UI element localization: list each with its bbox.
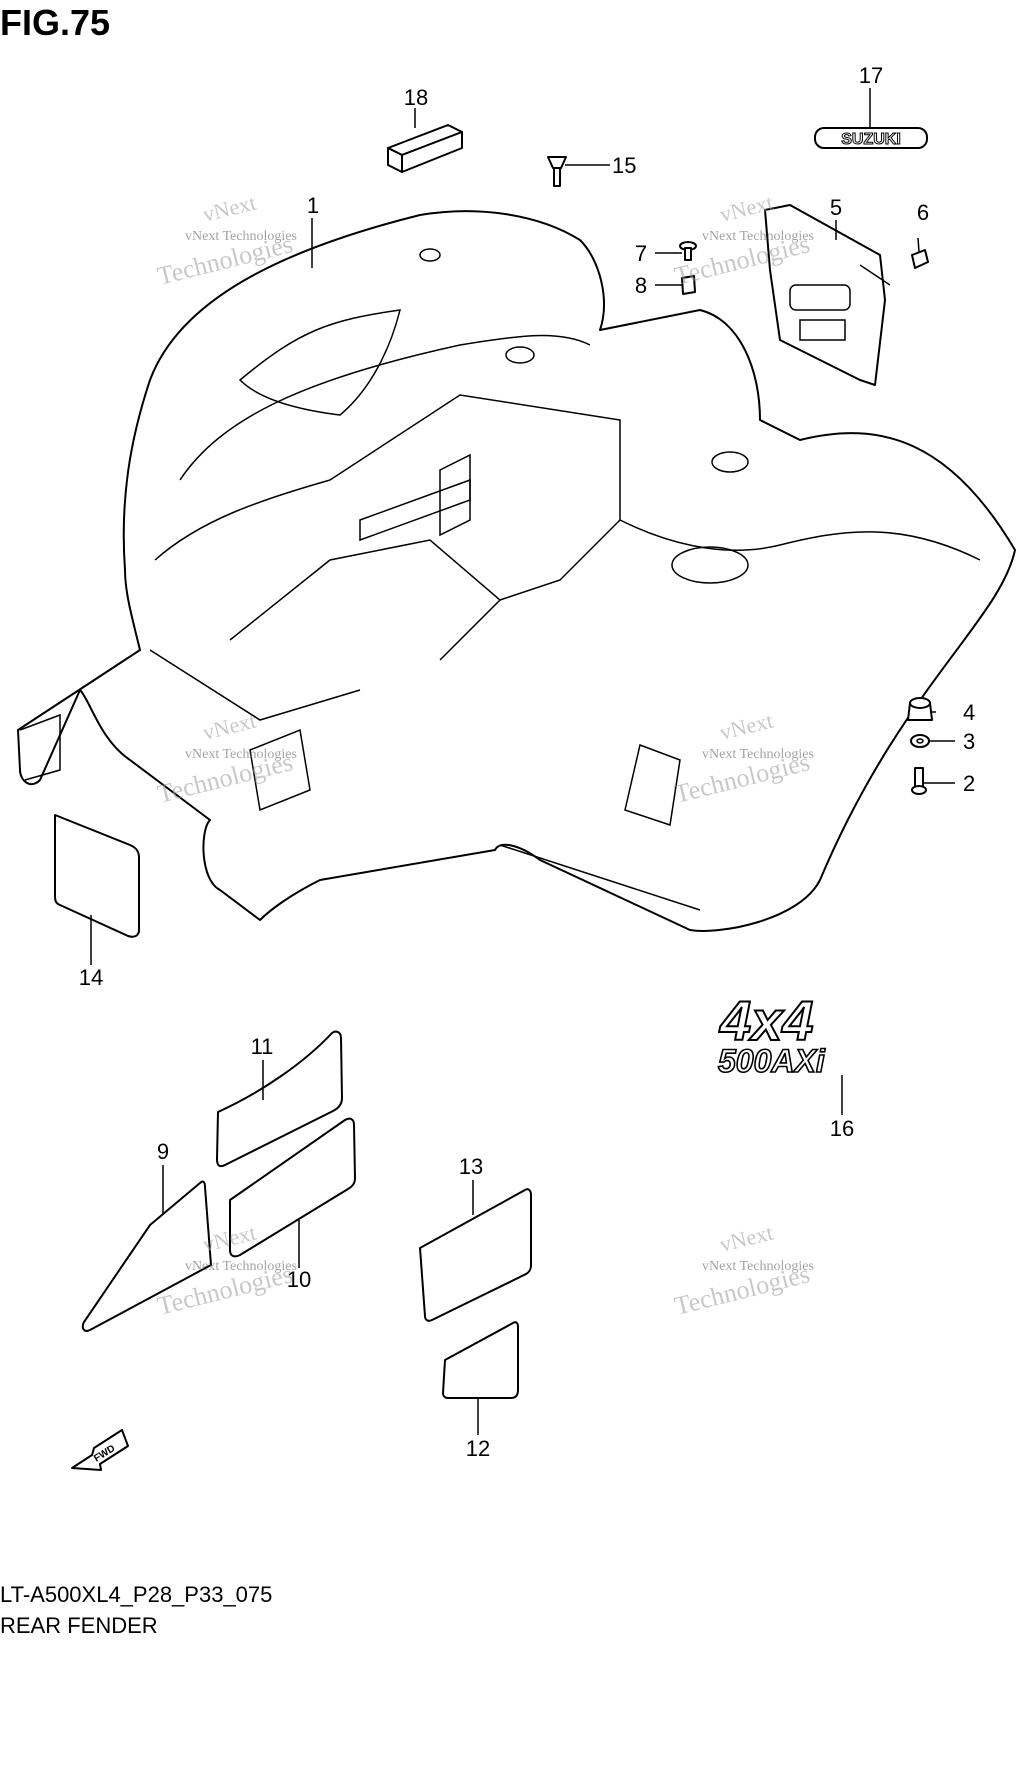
screw-part-15 [547, 156, 567, 187]
callout-numbers: 1 2 3 4 5 6 7 8 9 10 11 12 13 14 15 16 1… [79, 63, 975, 1461]
callout-18: 18 [404, 85, 428, 110]
callout-10: 10 [287, 1267, 311, 1292]
callout-6: 6 [917, 200, 929, 225]
rear-fender-body [17, 210, 1016, 932]
washer-part-3 [910, 734, 930, 748]
decal-part-11 [216, 1030, 343, 1168]
nut-part-8 [681, 275, 696, 295]
block-part-18 [387, 124, 463, 173]
decal-part-9 [81, 1180, 212, 1332]
watermark-text: vNext [200, 190, 258, 227]
decal-part-14 [54, 814, 140, 938]
watermark-text: vNext [717, 1220, 775, 1257]
callout-5: 5 [830, 195, 842, 220]
decal-part-13 [419, 1188, 532, 1322]
callout-17: 17 [859, 63, 883, 88]
suzuki-emblem-text: SUZUKI [841, 131, 901, 148]
callout-15: 15 [612, 153, 636, 178]
model-emblem-part-16: 4x4 500AXi [717, 988, 826, 1080]
callout-2: 2 [963, 771, 975, 796]
watermark-text: vNext Technologies [185, 1259, 297, 1274]
decal-part-10 [229, 1117, 356, 1258]
decal-part-12 [442, 1321, 519, 1399]
callout-14: 14 [79, 965, 103, 990]
callout-4: 4 [963, 700, 975, 725]
suzuki-emblem-part-17: SUZUKI [814, 127, 928, 149]
clip-part-6 [911, 237, 929, 269]
watermark-text: vNext Technologies [702, 229, 814, 244]
model-code: LT-A500XL4_P28_P33_075 [0, 1582, 273, 1607]
bolt-part-2 [911, 767, 927, 795]
rear-bracket-part-5 [764, 204, 891, 386]
cushion-part-4 [907, 697, 933, 721]
fwd-arrow-icon: FWD [71, 1429, 129, 1471]
callout-9: 9 [157, 1139, 169, 1164]
callout-12: 12 [466, 1436, 490, 1461]
model-emblem-4x4: 4x4 [719, 989, 813, 1052]
callout-11: 11 [251, 1034, 274, 1059]
callout-13: 13 [459, 1154, 483, 1179]
leader-lines [90, 88, 955, 1435]
callout-1: 1 [307, 193, 319, 218]
model-emblem-500axi: 500AXi [718, 1043, 826, 1079]
figure-title: FIG.75 [0, 2, 111, 43]
section-name: REAR FENDER [0, 1613, 158, 1638]
watermark-text: vNext Technologies [185, 229, 297, 244]
callout-7: 7 [635, 241, 647, 266]
callout-8: 8 [635, 273, 647, 298]
screw-part-7 [679, 241, 697, 261]
callout-16: 16 [830, 1116, 854, 1141]
callout-3: 3 [963, 729, 975, 754]
watermark-text: vNext Technologies [185, 747, 297, 762]
watermark-text: vNext Technologies [702, 747, 814, 762]
watermark-text: vNext Technologies [702, 1259, 814, 1274]
